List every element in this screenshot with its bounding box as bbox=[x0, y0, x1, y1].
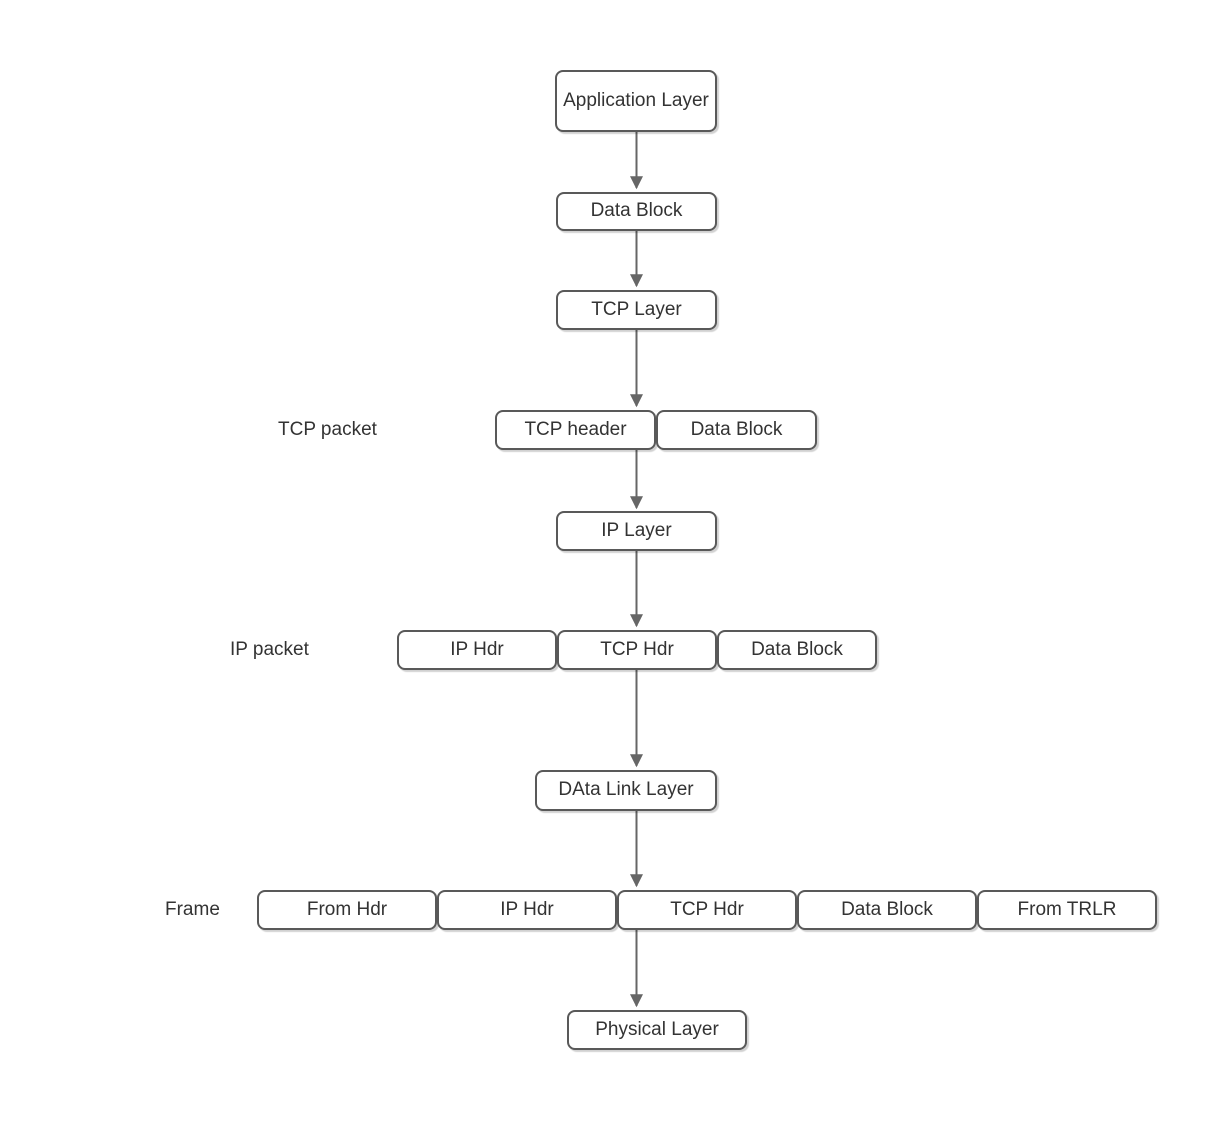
node-ip-hdr: IP Hdr bbox=[397, 630, 557, 670]
node-frame-from-hdr: From Hdr bbox=[257, 890, 437, 930]
node-physical-layer: Physical Layer bbox=[567, 1010, 747, 1050]
node-data-link-layer: DAta Link Layer bbox=[535, 770, 717, 811]
label-frame: Frame bbox=[165, 899, 220, 920]
label-ip-packet: IP packet bbox=[230, 639, 309, 660]
node-application-layer: Application Layer bbox=[555, 70, 717, 132]
node-frame-data-block: Data Block bbox=[797, 890, 977, 930]
node-frame-ip-hdr: IP Hdr bbox=[437, 890, 617, 930]
node-ip-tcp-hdr: TCP Hdr bbox=[557, 630, 717, 670]
node-data-block: Data Block bbox=[556, 192, 717, 231]
node-tcp-header: TCP header bbox=[495, 410, 656, 450]
node-frame-tcp-hdr: TCP Hdr bbox=[617, 890, 797, 930]
node-frame-from-trlr: From TRLR bbox=[977, 890, 1157, 930]
node-tcp-layer: TCP Layer bbox=[556, 290, 717, 330]
node-tcp-data-block: Data Block bbox=[656, 410, 817, 450]
label-tcp-packet: TCP packet bbox=[278, 419, 377, 440]
node-ip-data-block: Data Block bbox=[717, 630, 877, 670]
node-ip-layer: IP Layer bbox=[556, 511, 717, 551]
